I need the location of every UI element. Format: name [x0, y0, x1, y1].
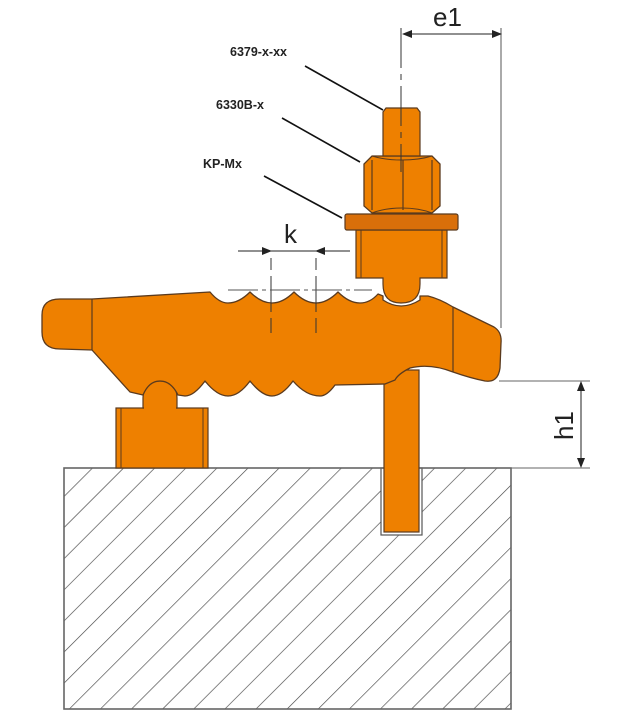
h1-label: h1 [549, 411, 579, 440]
leader-washer [263, 175, 343, 219]
t-bolt [383, 369, 420, 533]
support-pedestal [115, 380, 209, 469]
e1-label: e1 [433, 2, 462, 32]
leader-stud [304, 65, 384, 111]
label-nut: 6330B-x [216, 98, 264, 112]
clamp-lever [41, 291, 502, 397]
dimension-h1: h1 [499, 380, 590, 469]
base-block [63, 467, 512, 710]
hex-nut [363, 155, 441, 214]
k-label: k [284, 219, 298, 249]
spherical-washer [344, 213, 459, 304]
label-washer: KP-Mx [203, 157, 242, 171]
dimension-e1: e1 [402, 2, 502, 328]
leader-nut [281, 117, 361, 163]
dimension-k: k [228, 219, 372, 333]
label-stud: 6379-x-xx [230, 45, 287, 59]
